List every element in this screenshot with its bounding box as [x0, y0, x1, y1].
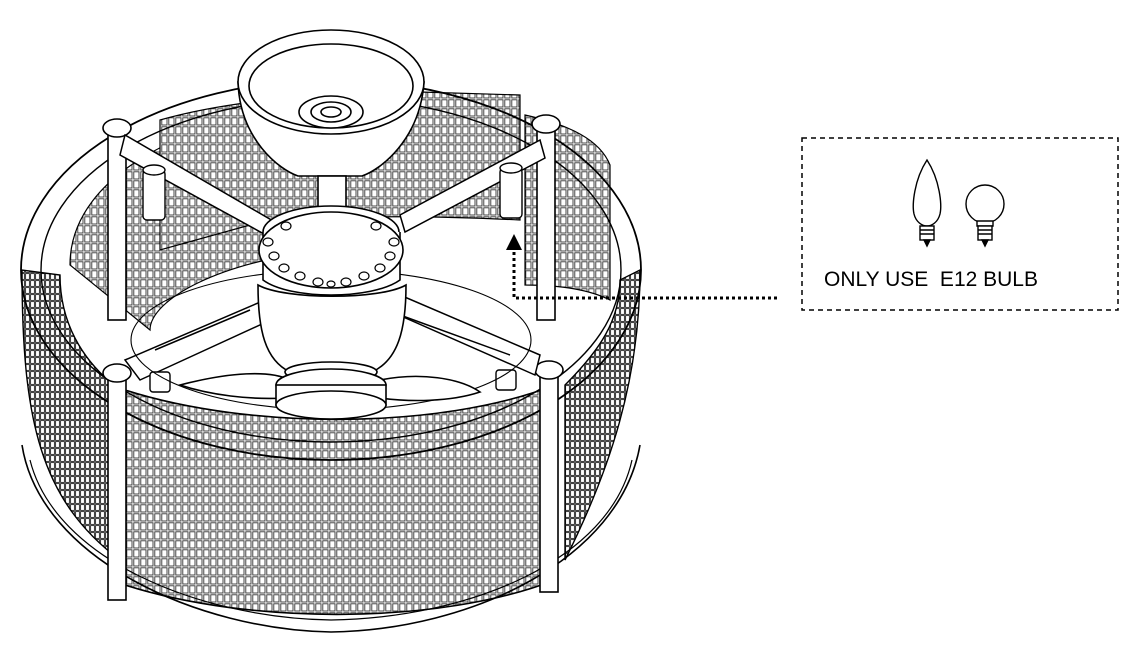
candle-bulb-icon — [912, 158, 942, 248]
cage-posts — [102, 114, 564, 601]
bulb-callout-box: ONLY USE E12 BULB — [801, 137, 1119, 311]
callout-leader — [512, 252, 780, 300]
vent-holes — [262, 221, 400, 288]
bottom-rim — [21, 444, 641, 633]
fan-blade — [177, 372, 291, 400]
fan-blade — [379, 375, 482, 402]
bulb-requirement-label: ONLY USE E12 BULB — [824, 268, 1038, 291]
fan-motor-assembly — [177, 29, 482, 420]
inner-bulb-sockets — [142, 162, 523, 393]
switch-housing-top — [258, 211, 404, 289]
motor-body — [257, 283, 407, 373]
left-mesh-side — [21, 269, 121, 562]
bottom-rim-inner — [29, 459, 633, 621]
leader-arrowhead — [506, 234, 522, 250]
globe-bulb-icon — [965, 184, 1005, 248]
right-mesh-side — [564, 268, 641, 561]
